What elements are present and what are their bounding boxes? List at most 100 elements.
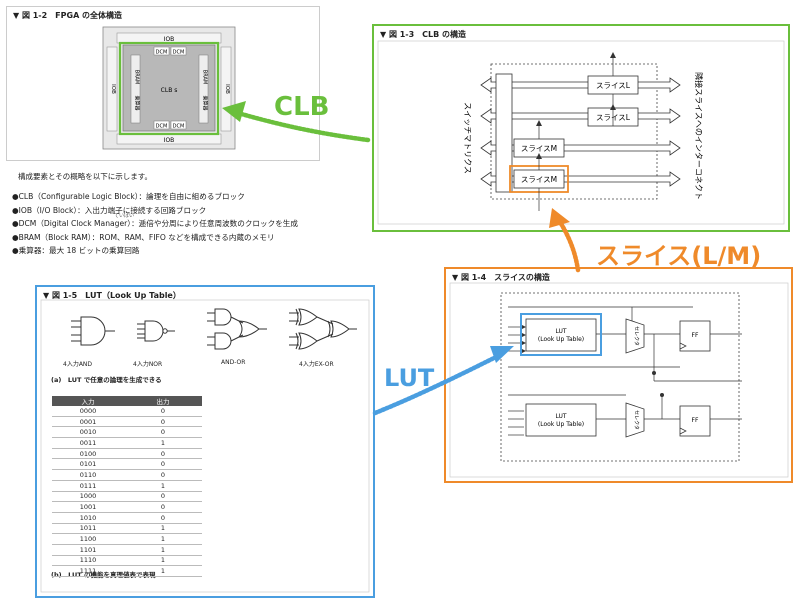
interconnect-label: 隣接スライスへのインターコネクト (694, 72, 704, 200)
mult-label-right: 乗算器 (202, 95, 209, 110)
slice-arrow (557, 219, 581, 273)
gate-label-and: 4入力AND (63, 361, 93, 368)
truth-table-output-cell: 1 (124, 565, 202, 577)
fig-1-2-title: ▼ 図 1-2 FPGA の全体構造 (13, 11, 123, 20)
iob-left-label: IOB (110, 84, 116, 94)
truth-table-input-cell: 0111 (52, 480, 124, 492)
truth-table-output-cell: 1 (124, 555, 202, 567)
fig-1-3-panel: ▼ 図 1-3 CLB の構造 スイッチマトリクス 隣接スライスへのインターコネ… (372, 24, 790, 232)
fig-1-2-panel: ▼ 図 1-2 FPGA の全体構造 IOB IOB IOB IOB DCM D… (6, 6, 320, 161)
mult-label-left: 乗算器 (134, 95, 141, 110)
truth-table-output-cell: 0 (124, 501, 202, 513)
iob-top-label: IOB (164, 36, 175, 43)
fpga-structure-diagram: IOB IOB IOB IOB DCM DCM DCM DCM CLB s BR… (102, 26, 236, 150)
truth-table-input-cell: 0110 (52, 469, 124, 481)
bram-label-left: BRAM (134, 70, 140, 84)
truth-table-output-cell: 1 (124, 480, 202, 492)
truth-table-input-cell: 1011 (52, 523, 124, 535)
truth-table-output-cell: 0 (124, 406, 202, 417)
truth-table-output-cell: 1 (124, 544, 202, 556)
clb-structure-diagram: スイッチマトリクス 隣接スライスへのインターコネクト スライスL スライスL ス… (377, 40, 785, 225)
truth-table-output-cell: 1 (124, 437, 202, 449)
lut-arrow (372, 352, 503, 416)
dcm-label-2: DCM (173, 50, 185, 56)
truth-table-input-cell: 0010 (52, 426, 124, 439)
truth-table-output-cell: 1 (124, 523, 202, 535)
truth-table-input-cell: 0100 (52, 448, 124, 460)
truth-table-output-cell: 0 (124, 458, 202, 471)
truth-table-output-cell: 0 (124, 448, 202, 460)
truth-table-input-cell: 0000 (52, 406, 124, 417)
iob-right-label: IOB (224, 84, 230, 94)
bullet-mult: ●乗算器：最大 18 ビットの乗算回路 (12, 246, 140, 255)
truth-table-input-cell: 1010 (52, 512, 124, 524)
truth-table-input-cell: 1100 (52, 533, 124, 545)
slice-callout: スライス(L/M) (596, 242, 762, 270)
truth-table-input-cell: 1101 (52, 544, 124, 556)
truth-table-input-cell: 0011 (52, 437, 124, 449)
selector-bottom-label: セレクタ (633, 410, 640, 430)
lut-arrowhead (490, 346, 514, 363)
truth-table-output-cell: 0 (124, 426, 202, 439)
clb-callout: CLB (274, 92, 330, 122)
truth-table-output-cell: 0 (124, 469, 202, 481)
lut-top-line1: LUT (555, 328, 566, 335)
truth-table-input-cell: 0101 (52, 458, 124, 471)
lut-callout: LUT (384, 364, 435, 392)
gate-label-and-or: AND-OR (221, 359, 246, 366)
truth-table-header-output: 出力 (124, 396, 202, 406)
gate-label-exor: 4入力EX-OR (299, 361, 334, 368)
dcm-label-3: DCM (156, 124, 168, 130)
ruby-text: ていばい (114, 213, 135, 219)
bullet-iob: ●IOB（I/O Block）：入出力端子に接続する回路ブロック (12, 205, 207, 215)
truth-table-output-cell: 0 (124, 416, 202, 428)
fig-1-4-title: ▼ 図 1-4 スライスの構造 (452, 273, 550, 282)
truth-table-input-cell: 1001 (52, 501, 124, 513)
clb-label: CLB s (161, 87, 178, 94)
ff-bottom-label: FF (692, 417, 699, 424)
gate-label-nor: 4入力NOR (133, 361, 163, 368)
truth-table-input-cell: 1110 (52, 555, 124, 567)
fig-1-3-title: ▼ 図 1-3 CLB の構造 (380, 30, 467, 39)
selector-top-label: セレクタ (633, 326, 640, 346)
lut-bottom-line1: LUT (555, 413, 566, 420)
truth-table-header-input: 入力 (52, 396, 124, 406)
bram-label-right: BRAM (202, 70, 208, 84)
switch-matrix-label: スイッチマトリクス (463, 102, 472, 174)
truth-table-output-cell: 0 (124, 491, 202, 503)
component-list: ●CLB（Configurable Logic Block）：論理を自由に組める… (12, 190, 298, 258)
truth-table-input-cell: 0001 (52, 416, 124, 428)
lut-top-line2: (Look Up Table) (538, 336, 584, 343)
fig-1-4-panel: ▼ 図 1-4 スライスの構造 (444, 267, 793, 483)
bullet-dcm: ●DCM（Digital Clock Manager）：逓倍や分周により任意周波… (12, 219, 298, 228)
clb-arrowhead (222, 101, 246, 122)
slice-l-label-1: スライスL (596, 81, 631, 90)
slice-m-label-1: スライスM (521, 144, 557, 153)
slice-arrowhead (549, 208, 570, 228)
ff-top-label: FF (692, 332, 699, 339)
slice-structure-diagram: LUT (Look Up Table) LUT (Look Up Table) … (449, 282, 789, 478)
clb-arrow (235, 110, 371, 143)
iob-bottom-label: IOB (164, 137, 175, 144)
caption-a: (a) LUT で任意の論理を生成できる (51, 376, 162, 384)
fig-1-5-title: ▼ 図 1-5 LUT（Look Up Table） (43, 291, 181, 300)
truth-table-output-cell: 1 (124, 533, 202, 545)
lut-bottom-line2: (Look Up Table) (538, 421, 584, 428)
